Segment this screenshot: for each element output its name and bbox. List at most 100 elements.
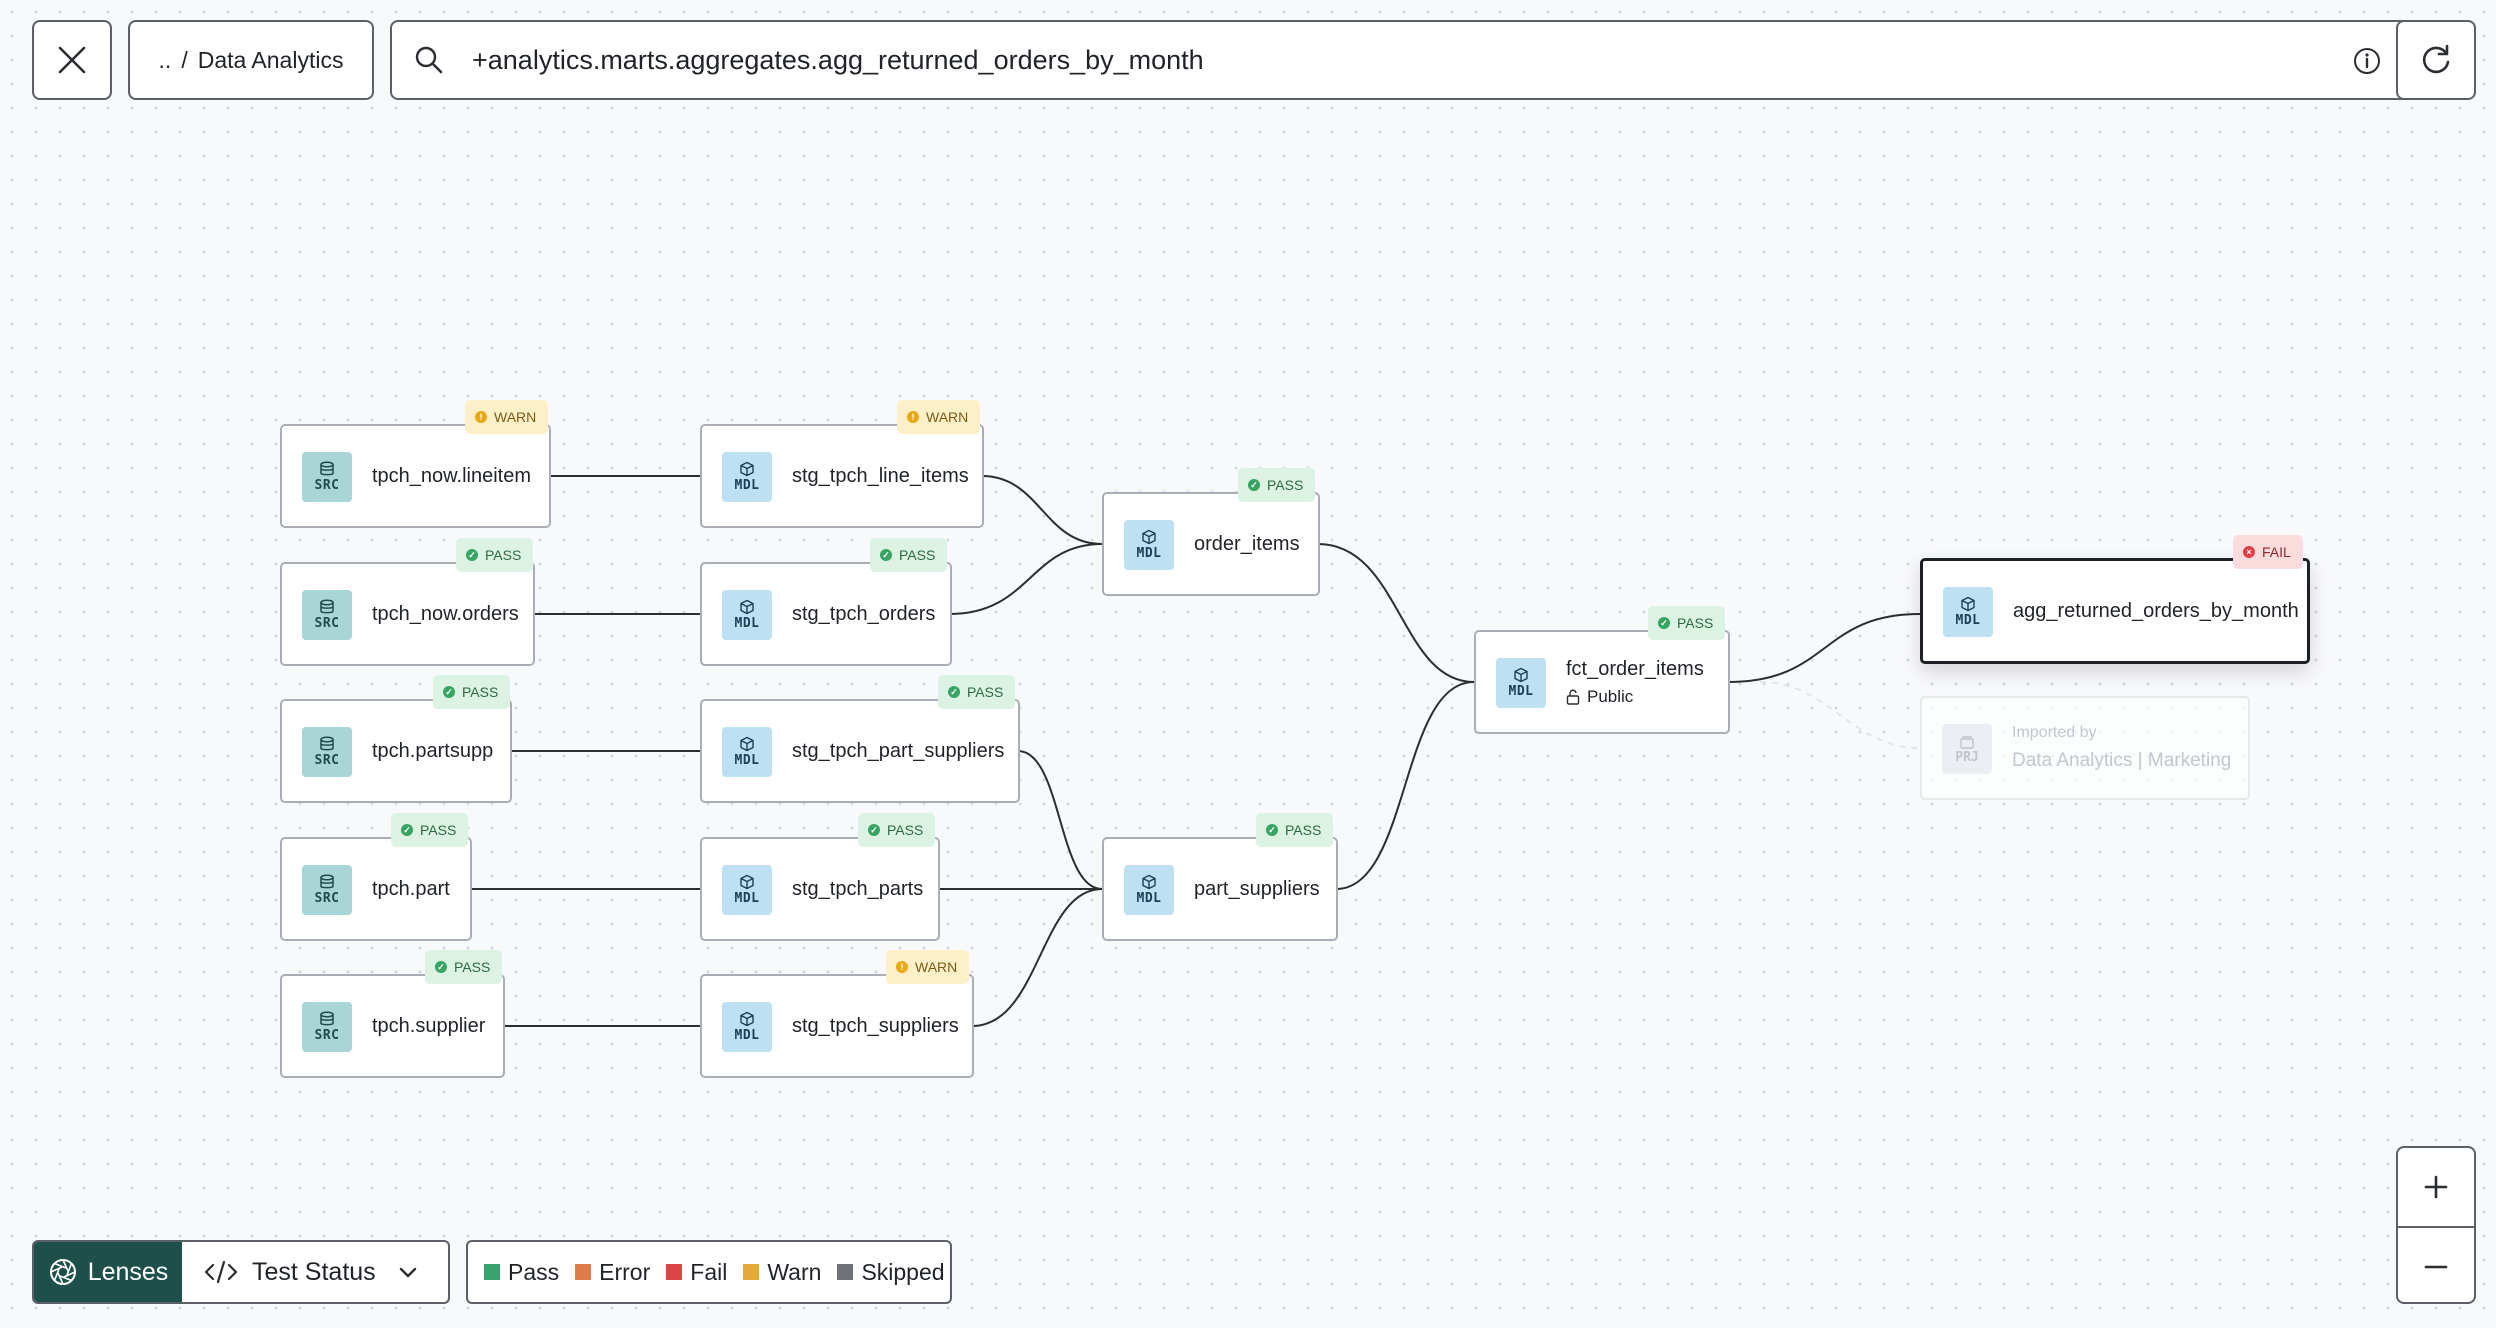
lenses-button[interactable]: Lenses bbox=[34, 1242, 182, 1302]
access-label: Public bbox=[1587, 686, 1634, 706]
model-badge: MDL bbox=[722, 865, 772, 915]
node-fct-order-items[interactable]: MDL fct_order_items Public ✓PASS bbox=[1474, 606, 1730, 734]
status-badge: ✓PASS bbox=[456, 538, 534, 572]
status-badge: ✓PASS bbox=[870, 538, 948, 572]
imported-by-node[interactable]: PRJ Imported by Data Analytics | Marketi… bbox=[1920, 696, 2250, 800]
warn-icon: ! bbox=[907, 411, 919, 423]
node-label: tpch.supplier bbox=[372, 1014, 486, 1037]
source-badge: SRC bbox=[302, 727, 352, 777]
source-badge: SRC bbox=[302, 865, 352, 915]
cube-icon bbox=[740, 736, 754, 752]
model-badge: MDL bbox=[722, 452, 772, 502]
model-badge: MDL bbox=[1496, 658, 1546, 708]
node-order-items[interactable]: MDL order_items ✓PASS bbox=[1102, 468, 1320, 596]
database-icon bbox=[320, 736, 334, 751]
node-label: part_suppliers bbox=[1194, 877, 1320, 900]
node-tpch-supplier[interactable]: SRC tpch.supplier ✓PASS bbox=[280, 950, 505, 1078]
node-stg-tpch-part-suppliers[interactable]: MDL stg_tpch_part_suppliers ✓PASS bbox=[700, 675, 1020, 803]
refresh-button[interactable] bbox=[2396, 20, 2476, 100]
zoom-in-button[interactable] bbox=[2398, 1148, 2474, 1226]
check-icon: ✓ bbox=[1266, 824, 1278, 836]
legend-swatch bbox=[666, 1264, 683, 1280]
legend-item-pass: Pass bbox=[484, 1259, 559, 1286]
legend-item-fail: Fail bbox=[666, 1259, 727, 1286]
status-legend: Pass Error Fail Warn Skipped bbox=[466, 1240, 952, 1304]
refresh-icon bbox=[2422, 44, 2450, 74]
info-icon[interactable] bbox=[2352, 46, 2382, 76]
node-part-suppliers[interactable]: MDL part_suppliers ✓PASS bbox=[1102, 813, 1338, 941]
model-badge: MDL bbox=[1943, 587, 1993, 637]
imported-edge bbox=[1759, 681, 1921, 749]
node-agg-returned-orders-by-month[interactable]: MDL agg_returned_orders_by_month ×FAIL bbox=[1920, 535, 2310, 664]
edge bbox=[1727, 613, 1921, 683]
source-badge: SRC bbox=[302, 452, 352, 502]
cube-icon bbox=[1961, 596, 1975, 612]
node-tpch-now-lineitem[interactable]: SRC tpch_now.lineitem !WARN bbox=[280, 400, 551, 528]
node-label: stg_tpch_parts bbox=[792, 877, 924, 900]
minus-icon bbox=[2424, 1265, 2448, 1269]
database-icon bbox=[320, 874, 334, 889]
close-button[interactable] bbox=[32, 20, 112, 100]
check-icon: ✓ bbox=[466, 549, 478, 561]
project-badge: PRJ bbox=[1942, 724, 1992, 774]
node-label: order_items bbox=[1194, 532, 1300, 555]
node-label: stg_tpch_orders bbox=[792, 602, 936, 625]
node-stg-tpch-suppliers[interactable]: MDL stg_tpch_suppliers !WARN bbox=[700, 950, 974, 1078]
cube-icon bbox=[1514, 667, 1528, 683]
search-bar[interactable]: +analytics.marts.aggregates.agg_returned… bbox=[390, 20, 2410, 100]
node-tpch-partsupp[interactable]: SRC tpch.partsupp ✓PASS bbox=[280, 675, 512, 803]
breadcrumb[interactable]: .. / Data Analytics bbox=[128, 20, 374, 100]
breadcrumb-separator: / bbox=[181, 46, 188, 73]
aperture-icon bbox=[49, 1259, 76, 1285]
cube-icon bbox=[1142, 874, 1156, 890]
check-icon: ✓ bbox=[868, 824, 880, 836]
status-badge: ✓PASS bbox=[1648, 606, 1726, 640]
legend-item-error: Error bbox=[575, 1259, 650, 1286]
check-icon: ✓ bbox=[880, 549, 892, 561]
search-input[interactable]: +analytics.marts.aggregates.agg_returned… bbox=[472, 44, 1204, 75]
status-badge: ✓PASS bbox=[433, 675, 511, 709]
check-icon: ✓ bbox=[948, 686, 960, 698]
check-icon: ✓ bbox=[443, 686, 455, 698]
status-badge: ✓PASS bbox=[391, 813, 469, 847]
status-badge: ×FAIL bbox=[2233, 535, 2303, 569]
lens-selected-value: Test Status bbox=[252, 1257, 376, 1286]
node-label: tpch_now.orders bbox=[372, 602, 519, 625]
zoom-out-button[interactable] bbox=[2398, 1226, 2474, 1302]
node-tpch-now-orders[interactable]: SRC tpch_now.orders ✓PASS bbox=[280, 538, 535, 666]
edge bbox=[1017, 750, 1103, 890]
node-stg-tpch-orders[interactable]: MDL stg_tpch_orders ✓PASS bbox=[700, 538, 952, 666]
cube-icon bbox=[740, 1011, 754, 1027]
imported-projects: Data Analytics | Marketing bbox=[2012, 750, 2232, 771]
search-icon bbox=[415, 46, 443, 74]
node-label: tpch.part bbox=[372, 877, 450, 900]
fail-icon: × bbox=[2243, 546, 2255, 558]
legend-item-warn: Warn bbox=[743, 1259, 821, 1286]
status-badge: !WARN bbox=[465, 400, 549, 434]
lenses-control: Lenses Test Status bbox=[32, 1240, 450, 1304]
lens-select-dropdown[interactable]: Test Status bbox=[182, 1242, 448, 1302]
status-badge: ✓PASS bbox=[858, 813, 936, 847]
warn-icon: ! bbox=[475, 411, 487, 423]
database-icon bbox=[320, 599, 334, 614]
cube-icon bbox=[1142, 529, 1156, 545]
model-badge: MDL bbox=[722, 590, 772, 640]
node-stg-tpch-parts[interactable]: MDL stg_tpch_parts ✓PASS bbox=[700, 813, 940, 941]
edge bbox=[949, 543, 1103, 615]
status-badge: !WARN bbox=[886, 950, 970, 984]
legend-swatch bbox=[837, 1264, 854, 1280]
legend-item-skipped: Skipped bbox=[837, 1259, 945, 1286]
breadcrumb-parent[interactable]: .. bbox=[158, 46, 172, 73]
status-badge: ✓PASS bbox=[938, 675, 1016, 709]
node-tpch-part[interactable]: SRC tpch.part ✓PASS bbox=[280, 813, 472, 941]
close-icon bbox=[58, 46, 86, 74]
legend-swatch bbox=[575, 1264, 592, 1280]
status-badge: ✓PASS bbox=[1256, 813, 1334, 847]
database-icon bbox=[320, 1011, 334, 1026]
node-label: tpch.partsupp bbox=[372, 739, 494, 762]
node-stg-tpch-line-items[interactable]: MDL stg_tpch_line_items !WARN bbox=[700, 400, 984, 528]
node-label: fct_order_items bbox=[1566, 657, 1704, 680]
legend-swatch bbox=[743, 1264, 760, 1280]
database-icon bbox=[320, 461, 334, 476]
